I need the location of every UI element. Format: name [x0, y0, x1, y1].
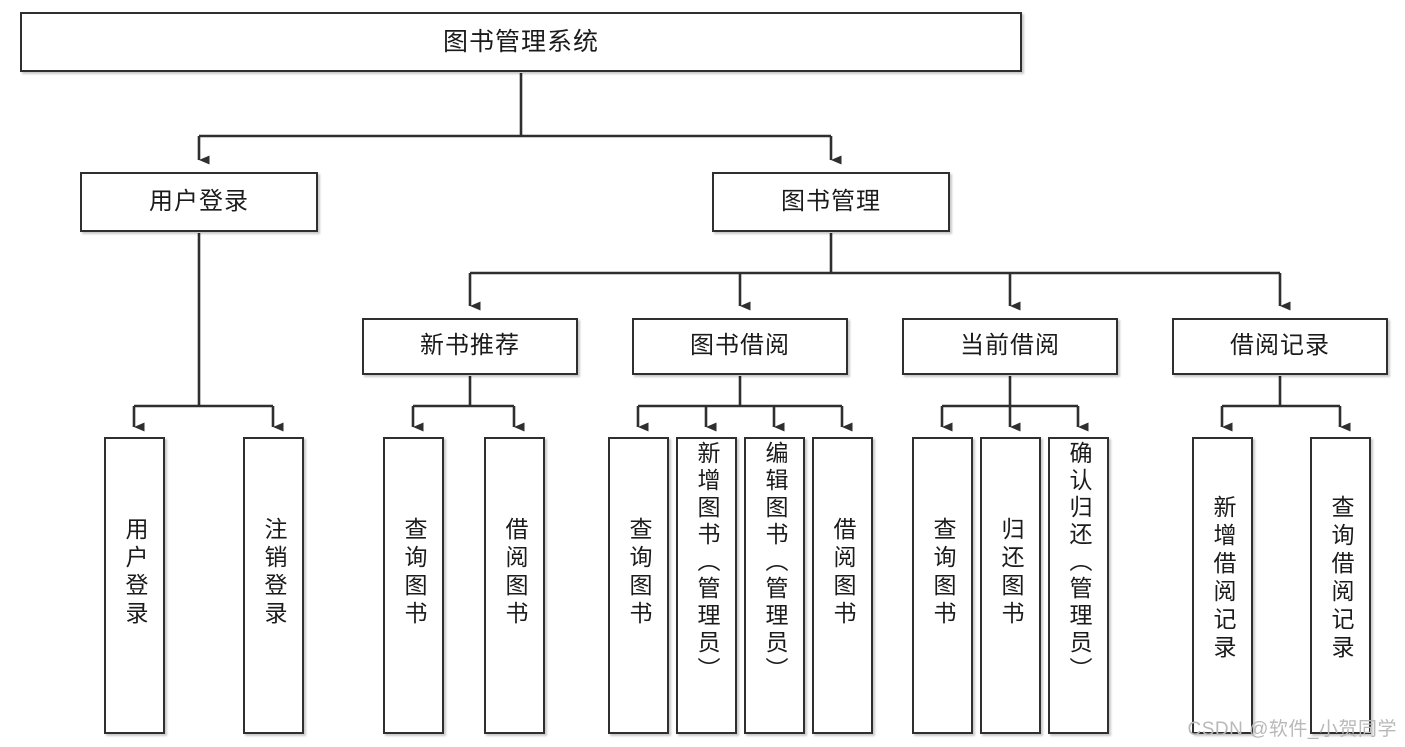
node-label: 借阅记录: [1230, 332, 1330, 360]
node-label: 新增借阅记录: [1210, 495, 1236, 663]
node-label: 确认归还（管理员）: [1066, 441, 1092, 684]
leaf-add-book-admin[interactable]: 新增图书（管理员）: [676, 437, 737, 734]
node-book-management[interactable]: 图书管理: [712, 172, 950, 232]
node-label: 查询图书: [401, 517, 427, 629]
leaf-query-borrow-record[interactable]: 查询借阅记录: [1310, 437, 1371, 734]
node-root-system[interactable]: 图书管理系统: [20, 12, 1022, 72]
leaf-confirm-return-admin[interactable]: 确认归还（管理员）: [1048, 437, 1109, 734]
node-label: 图书管理: [781, 187, 881, 215]
node-label: 用户登录: [122, 517, 148, 629]
node-label: 借阅图书: [830, 517, 856, 629]
node-user-login[interactable]: 用户登录: [80, 172, 318, 232]
node-label: 用户登录: [149, 187, 249, 215]
leaf-add-borrow-record[interactable]: 新增借阅记录: [1192, 437, 1253, 734]
csdn-watermark: CSDN @软件_小贺同学: [1187, 719, 1397, 740]
node-label: 图书借阅: [690, 332, 790, 360]
node-label: 借阅图书: [502, 517, 528, 629]
leaf-logout-login[interactable]: 注销登录: [243, 437, 304, 734]
leaf-edit-book-admin[interactable]: 编辑图书（管理员）: [744, 437, 805, 734]
leaf-return-book[interactable]: 归还图书: [980, 437, 1041, 734]
leaf-user-login[interactable]: 用户登录: [104, 437, 165, 734]
leaf-query-book-current[interactable]: 查询图书: [912, 437, 973, 734]
node-label: 新增图书（管理员）: [694, 441, 720, 684]
node-label: 当前借阅: [960, 332, 1060, 360]
node-label: 查询图书: [626, 517, 652, 629]
node-label: 查询图书: [930, 517, 956, 629]
node-label: 编辑图书（管理员）: [762, 441, 788, 684]
leaf-query-book-borrow[interactable]: 查询图书: [608, 437, 669, 734]
node-borrow-records[interactable]: 借阅记录: [1172, 318, 1388, 375]
leaf-borrow-book[interactable]: 借阅图书: [812, 437, 873, 734]
node-book-borrow[interactable]: 图书借阅: [632, 318, 848, 375]
leaf-query-book-recommend[interactable]: 查询图书: [383, 437, 444, 734]
node-new-book-recommend[interactable]: 新书推荐: [362, 318, 578, 375]
node-label: 新书推荐: [420, 332, 520, 360]
node-label: 归还图书: [998, 517, 1024, 629]
node-label: 图书管理系统: [442, 28, 599, 56]
leaf-borrow-book-recommend[interactable]: 借阅图书: [484, 437, 545, 734]
node-label: 注销登录: [261, 517, 287, 629]
node-current-borrow[interactable]: 当前借阅: [902, 318, 1118, 375]
node-label: 查询借阅记录: [1328, 495, 1354, 663]
